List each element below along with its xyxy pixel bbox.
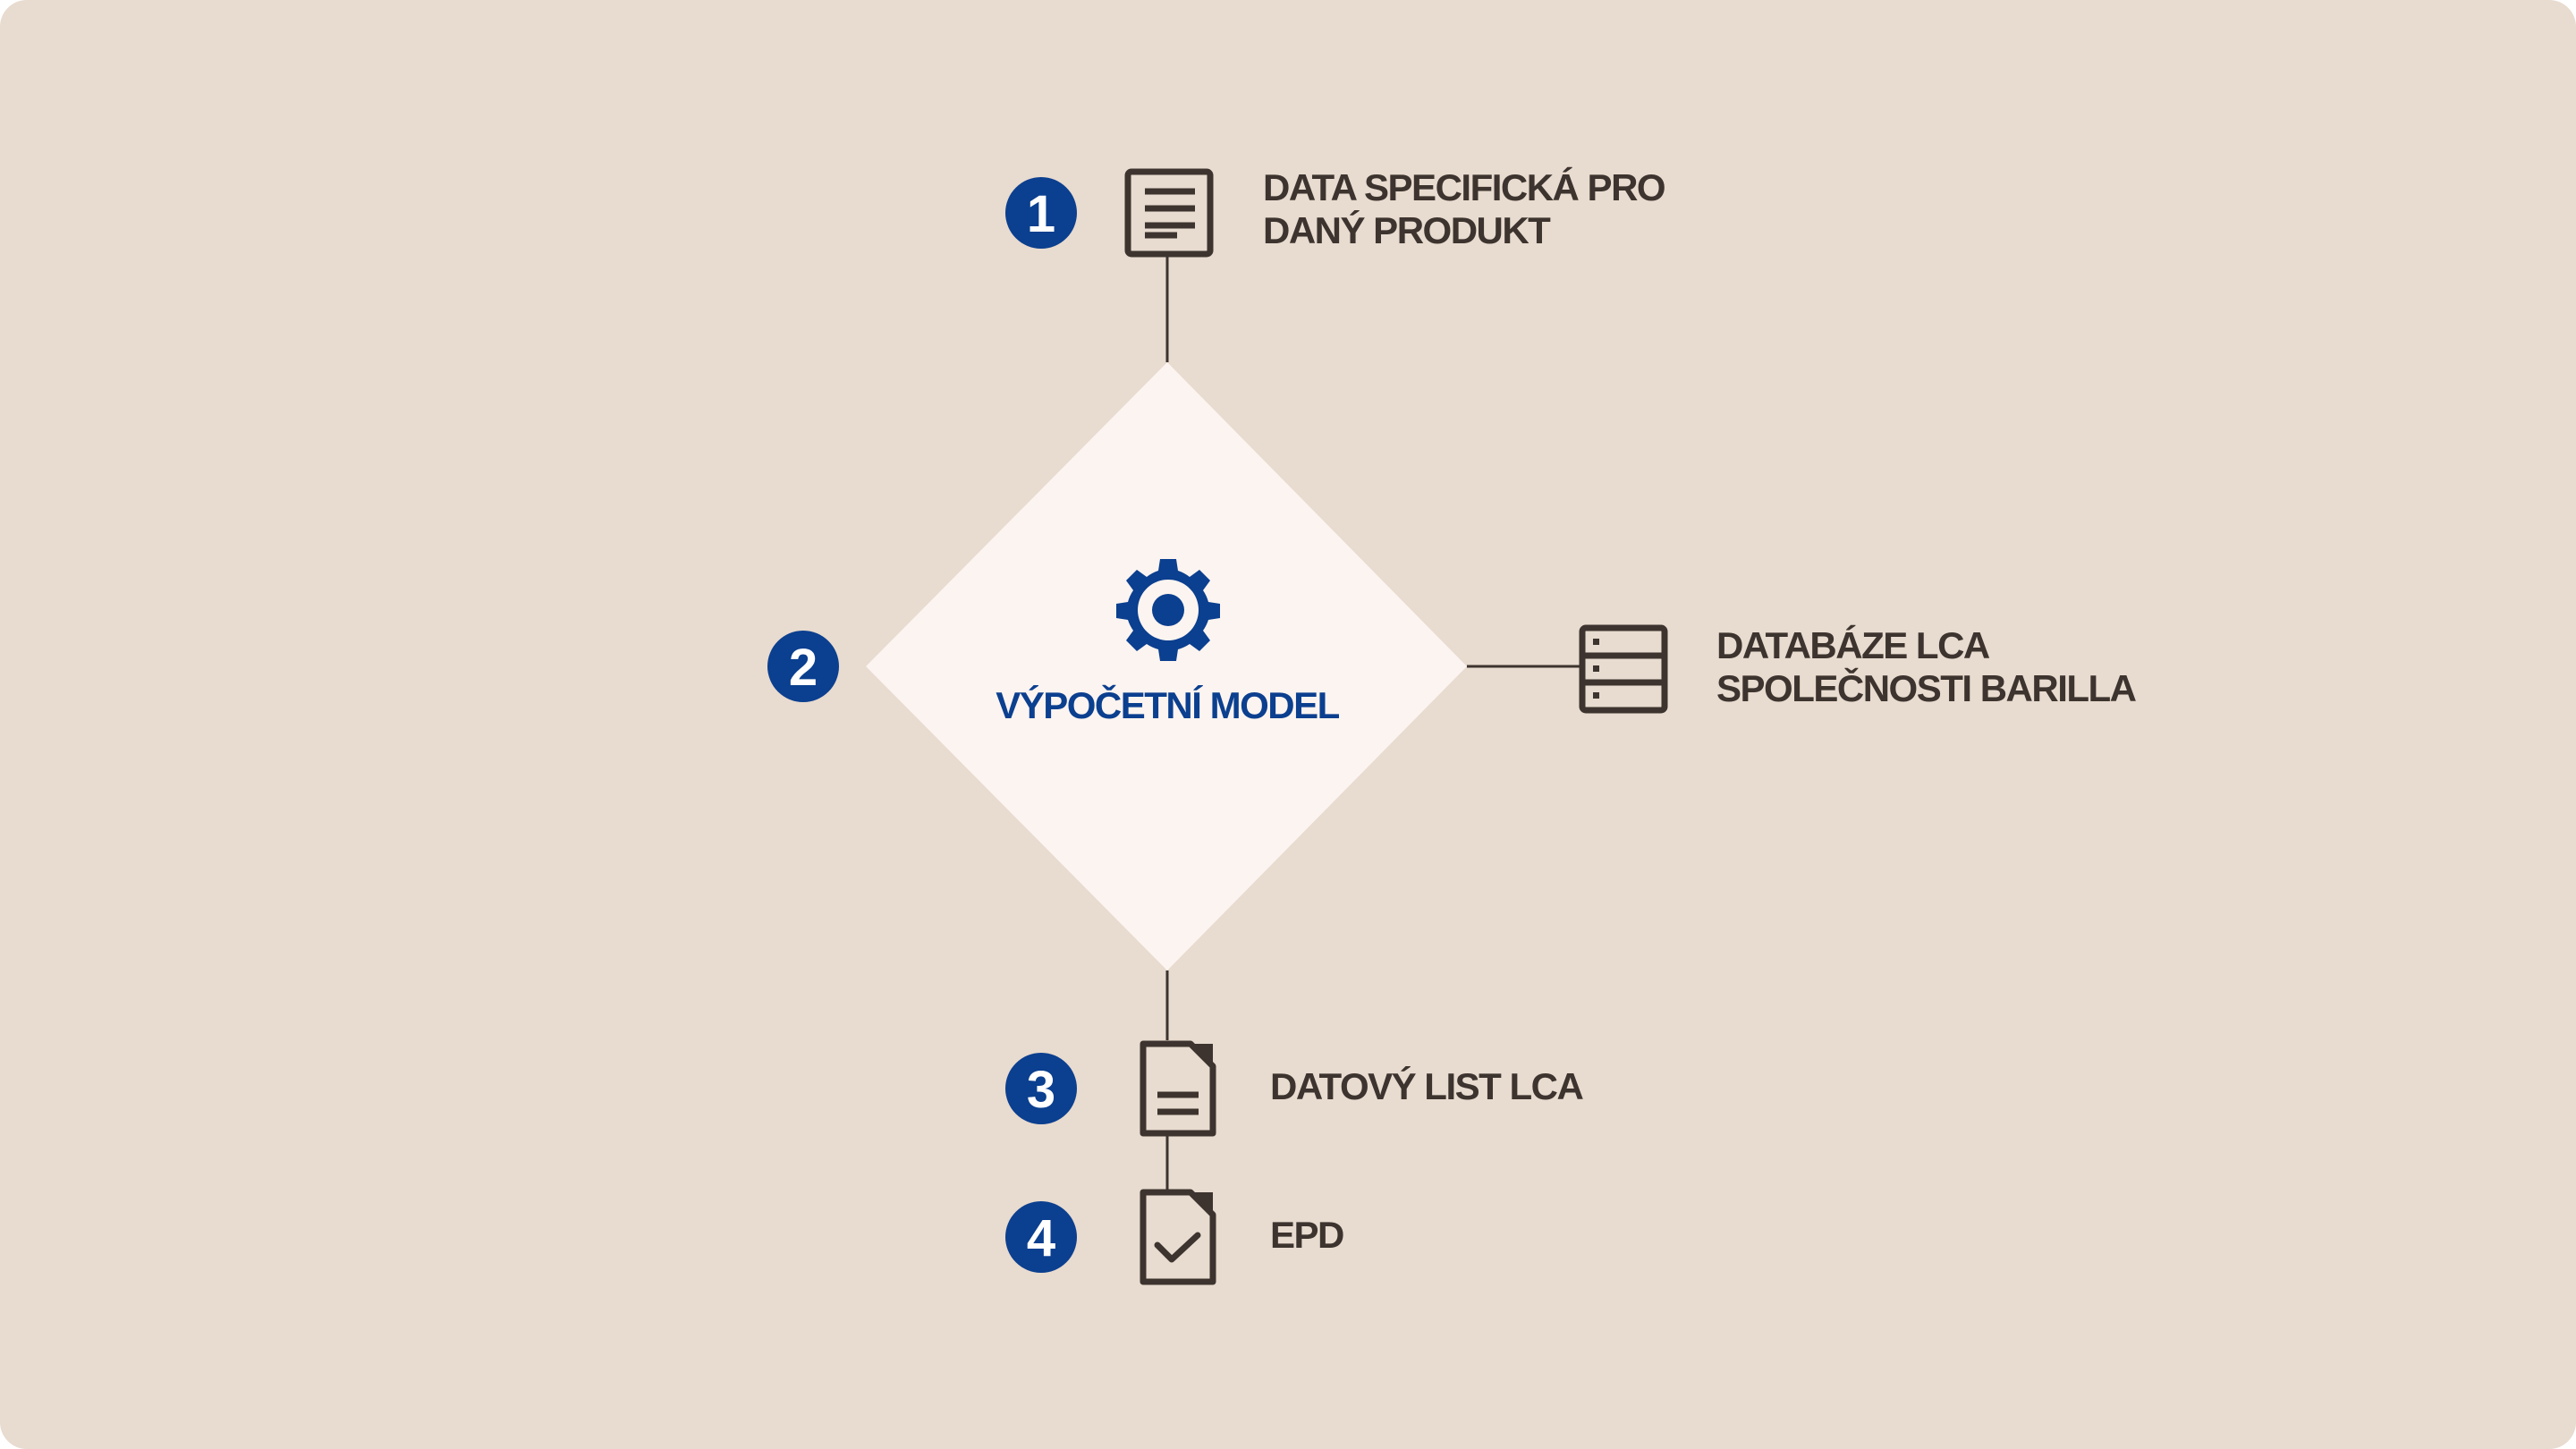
step-badge-3-number: 3 — [1027, 1061, 1055, 1119]
step-badge-1: 1 — [1005, 177, 1077, 249]
calculation-model-label: VÝPOČETNÍ MODEL — [996, 684, 1340, 726]
database-icon — [1579, 624, 1668, 714]
step-badge-1-number: 1 — [1027, 185, 1055, 243]
lca-database-label: DATABÁZE LCA SPOLEČNOSTI BARILLA — [1716, 624, 2137, 710]
gear-icon — [1116, 559, 1220, 661]
epd-label: EPD — [1270, 1214, 1344, 1257]
lca-database-label-line-2: SPOLEČNOSTI BARILLA — [1716, 667, 2137, 709]
product-specific-data-label-line-1: DATA SPECIFICKÁ PRO — [1263, 166, 1666, 208]
epd-label-line-1: EPD — [1270, 1214, 1344, 1256]
lca-datasheet-label-line-1: DATOVÝ LIST LCA — [1270, 1065, 1584, 1107]
product-specific-data-label: DATA SPECIFICKÁ PRO DANÝ PRODUKT — [1263, 166, 1666, 252]
calculation-model-diamond — [866, 362, 1467, 970]
step-badge-4: 4 — [1005, 1201, 1077, 1273]
step-badge-4-number: 4 — [1027, 1209, 1055, 1267]
lca-datasheet-label: DATOVÝ LIST LCA — [1270, 1065, 1584, 1108]
product-specific-data-label-line-2: DANÝ PRODUKT — [1263, 209, 1551, 251]
file-check-icon — [1140, 1189, 1216, 1285]
step-badge-2-number: 2 — [789, 639, 818, 697]
step-badge-2: 2 — [767, 631, 839, 702]
file-icon — [1140, 1040, 1216, 1137]
lca-database-label-line-1: DATABÁZE LCA — [1716, 624, 1990, 666]
step-badge-3: 3 — [1005, 1053, 1077, 1124]
document-lines-icon — [1124, 168, 1214, 258]
